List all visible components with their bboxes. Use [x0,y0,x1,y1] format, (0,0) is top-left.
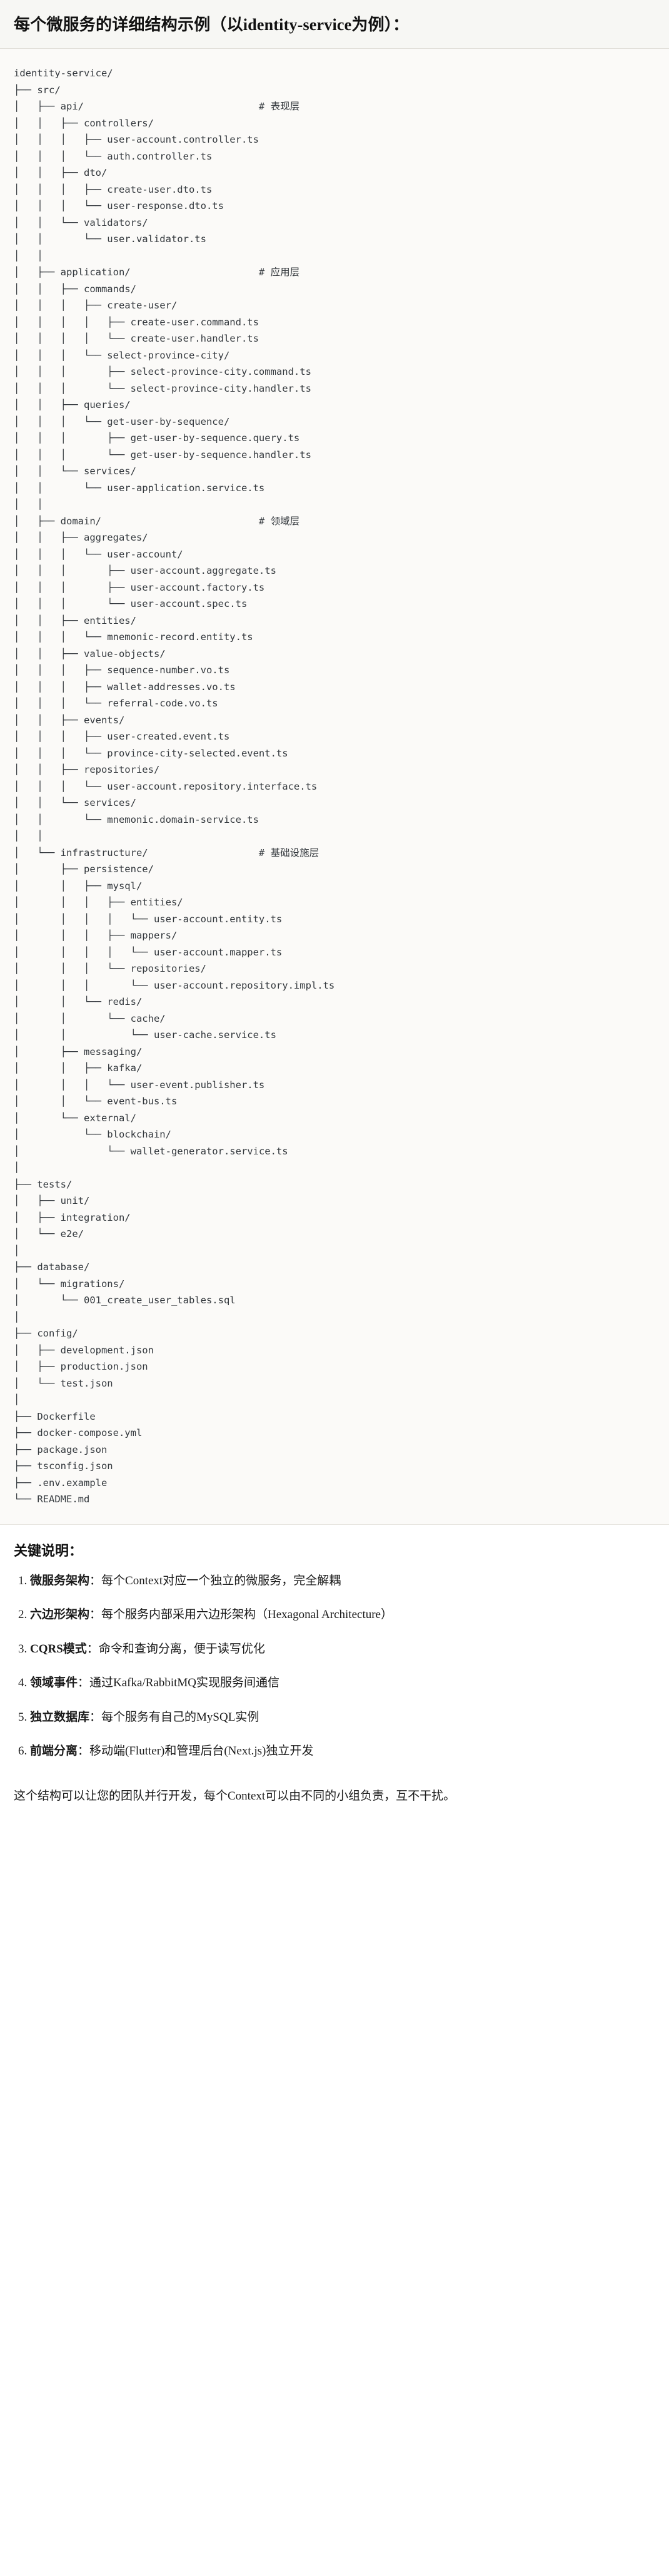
page-title: 每个微服务的详细结构示例（以identity-service为例）： [14,16,410,34]
note-description: 通过Kafka/RabbitMQ实现服务间通信 [89,1676,280,1690]
note-term: 前端分离 [30,1744,78,1758]
note-description: 每个Context对应一个独立的微服务，完全解耦 [101,1574,341,1587]
directory-tree: identity-service/ ├── src/ │ ├── api/ # … [14,68,335,1505]
page-header: 每个微服务的详细结构示例（以identity-service为例）： [0,0,669,49]
note-description: 每个服务有自己的MySQL实例 [101,1710,259,1724]
key-notes-title: 关键说明： [14,1542,83,1559]
key-notes-list: 微服务架构：每个Context对应一个独立的微服务，完全解耦 六边形架构：每个服… [14,1572,655,1761]
note-separator: ： [78,1676,90,1690]
closing-block: 这个结构可以让您的团队并行开发，每个Context可以由不同的小组负责，互不干扰… [0,1783,669,1822]
note-term: 独立数据库 [30,1710,90,1724]
key-notes-block: 关键说明： 微服务架构：每个Context对应一个独立的微服务，完全解耦 六边形… [0,1524,669,1783]
note-term: 领域事件 [30,1676,78,1690]
note-separator: ： [89,1608,102,1622]
list-item: 领域事件：通过Kafka/RabbitMQ实现服务间通信 [30,1674,655,1693]
note-term: 微服务架构 [30,1574,90,1587]
list-item: 六边形架构：每个服务内部采用六边形架构（Hexagonal Architectu… [30,1606,655,1624]
note-separator: ： [78,1744,90,1758]
page-root: { "header": { "title": "每个微服务的详细结构示例（以id… [0,0,669,1822]
directory-tree-block: identity-service/ ├── src/ │ ├── api/ # … [0,49,669,1525]
list-item: 独立数据库：每个服务有自己的MySQL实例 [30,1709,655,1727]
list-item: 前端分离：移动端(Flutter)和管理后台(Next.js)独立开发 [30,1743,655,1761]
note-description: 移动端(Flutter)和管理后台(Next.js)独立开发 [89,1744,314,1758]
note-term: 六边形架构 [30,1608,90,1622]
note-separator: ： [86,1642,99,1656]
closing-text: 这个结构可以让您的团队并行开发，每个Context可以由不同的小组负责，互不干扰… [14,1789,456,1803]
list-item: 微服务架构：每个Context对应一个独立的微服务，完全解耦 [30,1572,655,1591]
note-description: 每个服务内部采用六边形架构（Hexagonal Architecture） [101,1608,393,1622]
list-item: CQRS模式：命令和查询分离，便于读写优化 [30,1641,655,1659]
note-term: CQRS模式 [30,1642,87,1656]
note-separator: ： [89,1574,102,1587]
note-description: 命令和查询分离，便于读写优化 [98,1642,265,1656]
note-separator: ： [89,1710,102,1724]
